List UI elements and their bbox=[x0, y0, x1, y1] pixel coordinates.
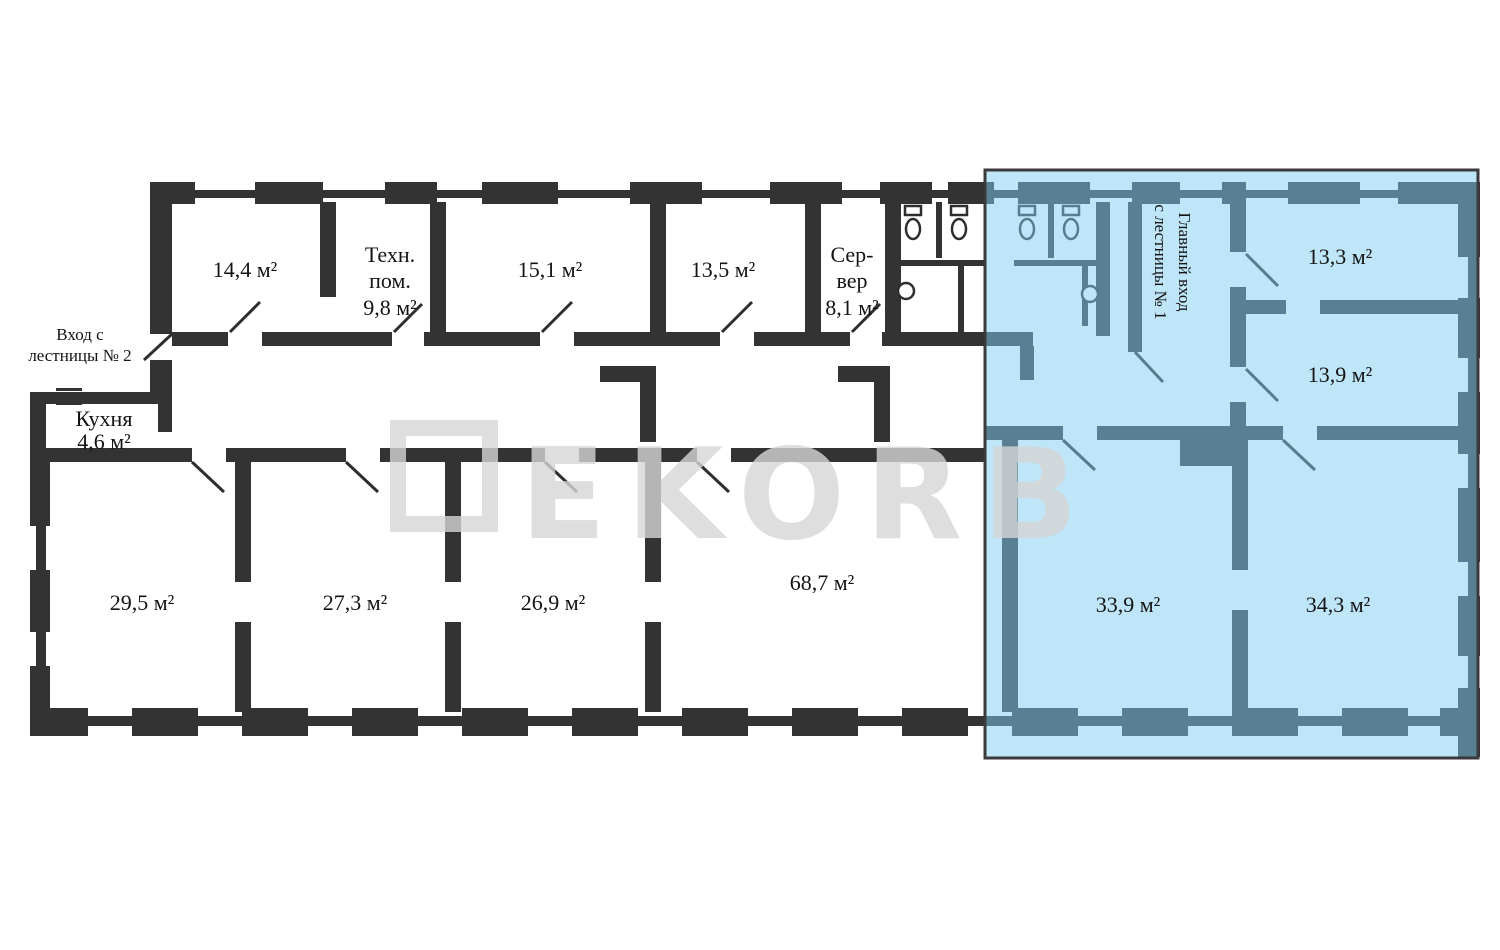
label-entrance-2-line-2: лестницы № 2 bbox=[28, 346, 131, 365]
label-kitchen-area: 4,6 м² bbox=[77, 429, 131, 454]
label-room-29-5: 29,5 м² bbox=[110, 590, 175, 615]
label-room-13-3: 13,3 м² bbox=[1308, 244, 1373, 269]
label-server-name-2: вер bbox=[836, 268, 867, 293]
labels-layer: 14,4 м² Техн. пом. 9,8 м² 15,1 м² 13,5 м… bbox=[28, 204, 1372, 617]
toilet-icon bbox=[949, 204, 969, 241]
label-main-entrance-line-1: Главный вход bbox=[1175, 212, 1194, 311]
label-room-34-3: 34,3 м² bbox=[1306, 592, 1371, 617]
sink-icon bbox=[896, 281, 916, 301]
watermark-text: EKORB bbox=[520, 421, 1098, 568]
label-room-15-1: 15,1 м² bbox=[518, 257, 583, 282]
label-tech-room-name-1: Техн. bbox=[365, 242, 415, 267]
label-tech-room-name-2: пом. bbox=[369, 268, 411, 293]
label-room-27-3: 27,3 м² bbox=[323, 590, 388, 615]
stairs-icon bbox=[56, 388, 82, 405]
toilet-icon bbox=[903, 204, 923, 241]
label-entrance-2-line-1: Вход с bbox=[56, 325, 104, 344]
label-room-68-7: 68,7 м² bbox=[790, 570, 855, 595]
label-server-name-1: Сер- bbox=[830, 242, 873, 267]
label-room-33-9: 33,9 м² bbox=[1096, 592, 1161, 617]
watermark: EKORB bbox=[390, 420, 1098, 568]
label-tech-room-area: 9,8 м² bbox=[363, 295, 417, 320]
label-room-13-9: 13,9 м² bbox=[1308, 362, 1373, 387]
label-main-entrance-line-2: с лестницы № 1 bbox=[1151, 204, 1170, 319]
rekorb-logo-square bbox=[390, 420, 498, 532]
highlighted-unit-overlay bbox=[983, 168, 1480, 760]
label-room-13-5: 13,5 м² bbox=[691, 257, 756, 282]
label-room-26-9: 26,9 м² bbox=[521, 590, 586, 615]
label-server-area: 8,1 м² bbox=[825, 295, 879, 320]
label-kitchen-name: Кухня bbox=[76, 406, 133, 431]
label-room-14-4: 14,4 м² bbox=[213, 257, 278, 282]
